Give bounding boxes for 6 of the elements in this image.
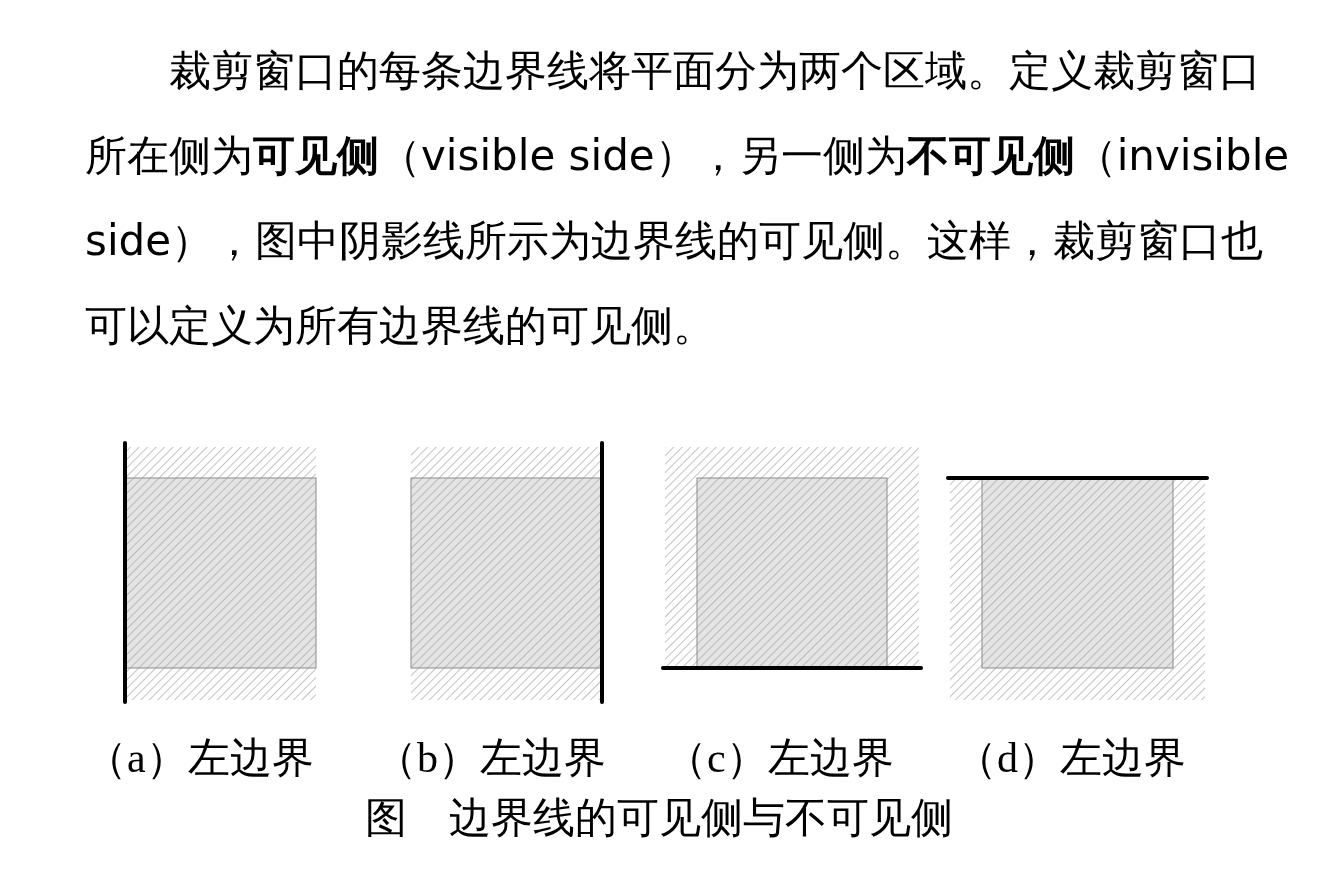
figure-caption: 图 边界线的可见侧与不可见侧 (363, 794, 954, 843)
subfigure-caption: （d）左边界 (955, 734, 1186, 783)
subfigure-caption: （b）左边界 (375, 734, 606, 783)
subfigure-caption: （a）左边界 (85, 734, 314, 783)
subfigure-caption: （c）左边界 (665, 734, 894, 783)
paragraph: 裁剪窗口的每条边界线将平面分为两个区域。定义裁剪窗口所在侧为可见侧（visible side），另一侧为不可见侧（invisible side），图中阴影线所示为边界线的可见侧。这样，裁剪窗口也可以定义为所有边界线的可见侧。 (85, 45, 1291, 352)
